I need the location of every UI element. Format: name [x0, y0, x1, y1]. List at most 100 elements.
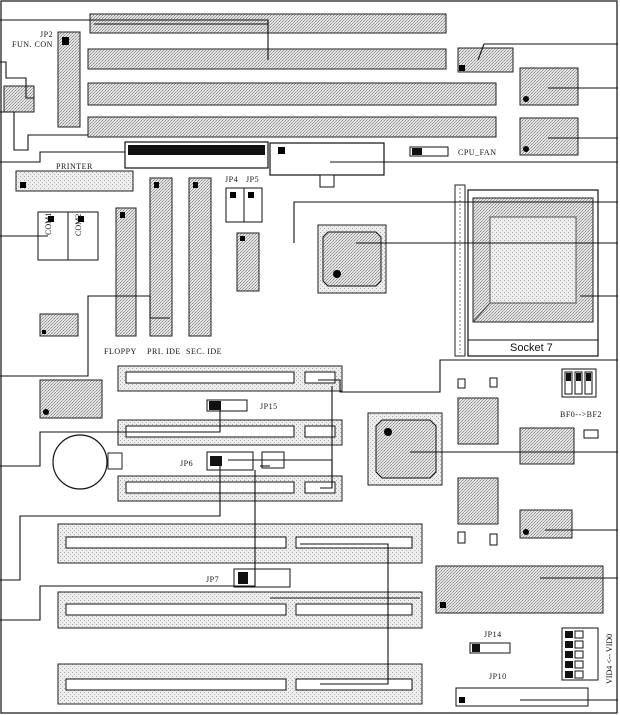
- vid0: [565, 671, 573, 678]
- bios-pin1: [278, 147, 285, 154]
- vid1-open: [574, 660, 584, 669]
- jp7-pin1: [238, 572, 248, 584]
- pci-slot-1-short-inner: [304, 371, 336, 384]
- tag-ram-chip-1: [519, 67, 579, 106]
- small-chip-left: [39, 313, 79, 337]
- simm-slot-1: [87, 82, 497, 106]
- cap-4: [489, 533, 498, 546]
- pci-slot-3-long-inner: [125, 481, 295, 494]
- sec-ide-label: SEC. IDE: [186, 347, 222, 356]
- jp14-jumper: [469, 642, 511, 654]
- cmos-battery: [52, 434, 108, 490]
- vid2: [565, 651, 573, 658]
- jp15-label: JP15: [260, 402, 278, 411]
- tag-ram-pin1: [523, 96, 529, 102]
- leader-lines: [0, 19, 618, 701]
- chipset-south-pin1: [384, 428, 392, 436]
- cpu-fan-label: CPU_FAN: [458, 148, 497, 157]
- pci-slot-2-short-inner: [304, 425, 336, 438]
- cap-1: [457, 378, 466, 389]
- io-controller-chip: [435, 565, 604, 614]
- chipset-south: [375, 419, 437, 479]
- jp5-label: JP5: [246, 175, 260, 184]
- jp6-pin1: [210, 456, 222, 466]
- clock-chip: [236, 232, 260, 292]
- keyboard-controller-chip: [39, 379, 103, 419]
- isa-2-long: [65, 603, 287, 616]
- floppy-pin1: [120, 212, 125, 218]
- jp15-pin1: [209, 401, 221, 410]
- vid3-open: [574, 640, 584, 649]
- clock-chip-pin1: [240, 236, 245, 241]
- chipset-north-pin1: [333, 270, 341, 278]
- jp4-pin1: [230, 192, 236, 198]
- bf2: [584, 371, 593, 395]
- vid2-open: [574, 650, 584, 659]
- jp6-label: JP6: [180, 459, 194, 468]
- jp5-pin1: [248, 192, 254, 198]
- jp14-pin1: [472, 644, 480, 652]
- floppy-label: FLOPPY: [104, 347, 137, 356]
- pci-slot-1-long-inner: [125, 371, 295, 384]
- vid-label: VID4 <-- VID0: [605, 633, 614, 684]
- tag-ram-chip-2: [519, 117, 579, 156]
- keyboard-connector: [3, 85, 35, 113]
- jp14-label: JP14: [484, 630, 502, 639]
- printer-label: PRINTER: [56, 162, 93, 171]
- bf1: [574, 371, 583, 395]
- jp15-jumper: [206, 399, 248, 412]
- battery-clip: [107, 452, 123, 470]
- kbc-pin1: [43, 409, 49, 415]
- io-chip-pin1: [440, 602, 446, 608]
- bf0-cap: [566, 373, 571, 381]
- secondary-ide-header: [188, 177, 212, 337]
- cache-chip-2: [457, 477, 499, 525]
- fun-con-header: [57, 31, 81, 128]
- cache-chip-1: [457, 397, 499, 445]
- printer-pins: [128, 145, 265, 155]
- printer-pin1: [20, 182, 26, 188]
- floppy-header: [115, 207, 137, 337]
- socket7-bevel: [472, 302, 491, 323]
- fun-con-label: FUN. CON: [12, 40, 53, 49]
- fun-con-pin1: [62, 37, 69, 45]
- com1-label: COM1: [44, 212, 53, 235]
- jp7-label: JP7: [206, 575, 220, 584]
- com2-label: COM2: [74, 213, 83, 236]
- pri-ide-pin1: [154, 182, 159, 188]
- isa-3-long: [65, 678, 287, 691]
- isa-1-short: [295, 536, 413, 549]
- vid4-open: [574, 630, 584, 639]
- bf2-cap: [586, 373, 591, 381]
- simm-slot-2: [87, 116, 497, 138]
- isa-1-long: [65, 536, 287, 549]
- chip-pin1: [459, 65, 465, 71]
- small-chip-right-pin1: [523, 529, 529, 535]
- vid0-open: [574, 670, 584, 679]
- chipset-north: [322, 231, 382, 287]
- cpu-fan-pin1: [412, 148, 422, 155]
- cap-3: [457, 531, 466, 544]
- primary-ide-header: [149, 177, 173, 337]
- com1-pin1: [48, 216, 54, 222]
- vid4: [565, 631, 573, 638]
- bf0: [564, 371, 573, 395]
- small-chip-pin1: [42, 330, 46, 334]
- jp2-label: JP2: [40, 30, 54, 39]
- socket7-label: Socket 7: [510, 342, 553, 354]
- jp10-label: JP10: [489, 672, 507, 681]
- jp10-pin1: [459, 697, 465, 703]
- socket7-lever: [454, 184, 466, 357]
- isa-2-short: [295, 603, 413, 616]
- cap-2: [489, 377, 498, 388]
- jp10-header: [455, 687, 589, 707]
- vid1: [565, 661, 573, 668]
- bf1-cap: [576, 373, 581, 381]
- bf-label: BF0-->BF2: [560, 410, 602, 419]
- socket7-center: [489, 216, 577, 304]
- sec-ide-pin1: [193, 182, 198, 188]
- com2-pin1: [78, 216, 84, 222]
- jp4-label: JP4: [225, 175, 239, 184]
